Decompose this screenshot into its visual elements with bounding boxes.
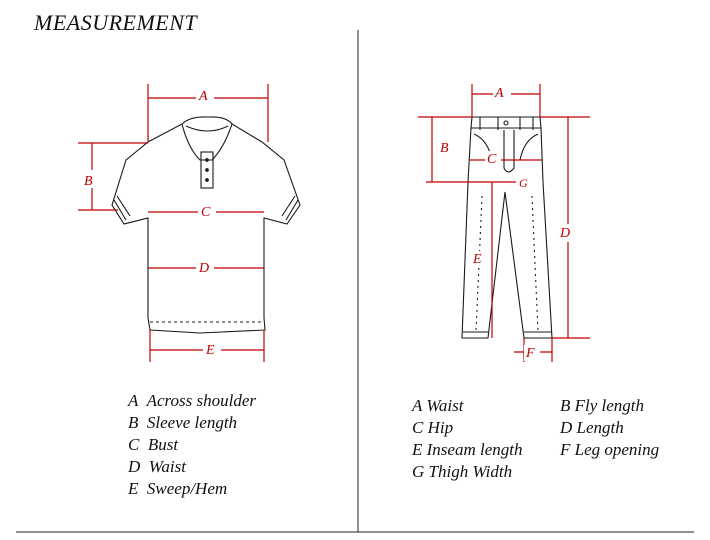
shirt-placket <box>200 151 214 189</box>
pants-mark-f: F <box>525 346 535 361</box>
legend-item: E Sweep/Hem <box>128 479 228 498</box>
shirt-collar <box>181 116 233 161</box>
pants-measure-labels: A B C G D E F <box>438 83 576 361</box>
shirt-mark-c: C <box>201 205 211 220</box>
pants-mark-g: G <box>519 176 528 190</box>
shirt-mark-a: A <box>198 89 208 104</box>
shirt-mark-e: E <box>205 343 215 358</box>
pants-drawing <box>461 116 553 339</box>
shirt-mark-d: D <box>198 261 209 276</box>
pants-mark-e: E <box>472 252 482 267</box>
pants-legs <box>461 127 553 339</box>
pants-waistband <box>470 116 542 129</box>
shirt-outline <box>111 123 301 334</box>
pants-mark-c: C <box>487 152 497 167</box>
shirt-legend: A Across shoulder B Sleeve length C Bust… <box>128 390 256 500</box>
shirt-mark-b: B <box>84 174 93 189</box>
legend-row: G Thigh Width <box>412 462 513 481</box>
shirt-measure-lines <box>78 84 269 362</box>
page-title: MEASUREMENT <box>34 10 198 35</box>
legend-item: A Across shoulder <box>128 391 256 410</box>
legend-item: D Waist <box>128 457 186 476</box>
legend-item: C Bust <box>128 435 179 454</box>
legend-item: B Sleeve length <box>128 413 238 432</box>
pants-measure-lines <box>418 84 590 362</box>
shirt-measure-labels: A B C D E <box>82 86 221 359</box>
polo-shirt-drawing <box>111 116 301 334</box>
pants-mark-d: D <box>559 226 570 241</box>
pants-mark-a: A <box>494 86 504 101</box>
pants-mark-b: B <box>440 141 449 156</box>
pants-fly <box>503 130 515 173</box>
